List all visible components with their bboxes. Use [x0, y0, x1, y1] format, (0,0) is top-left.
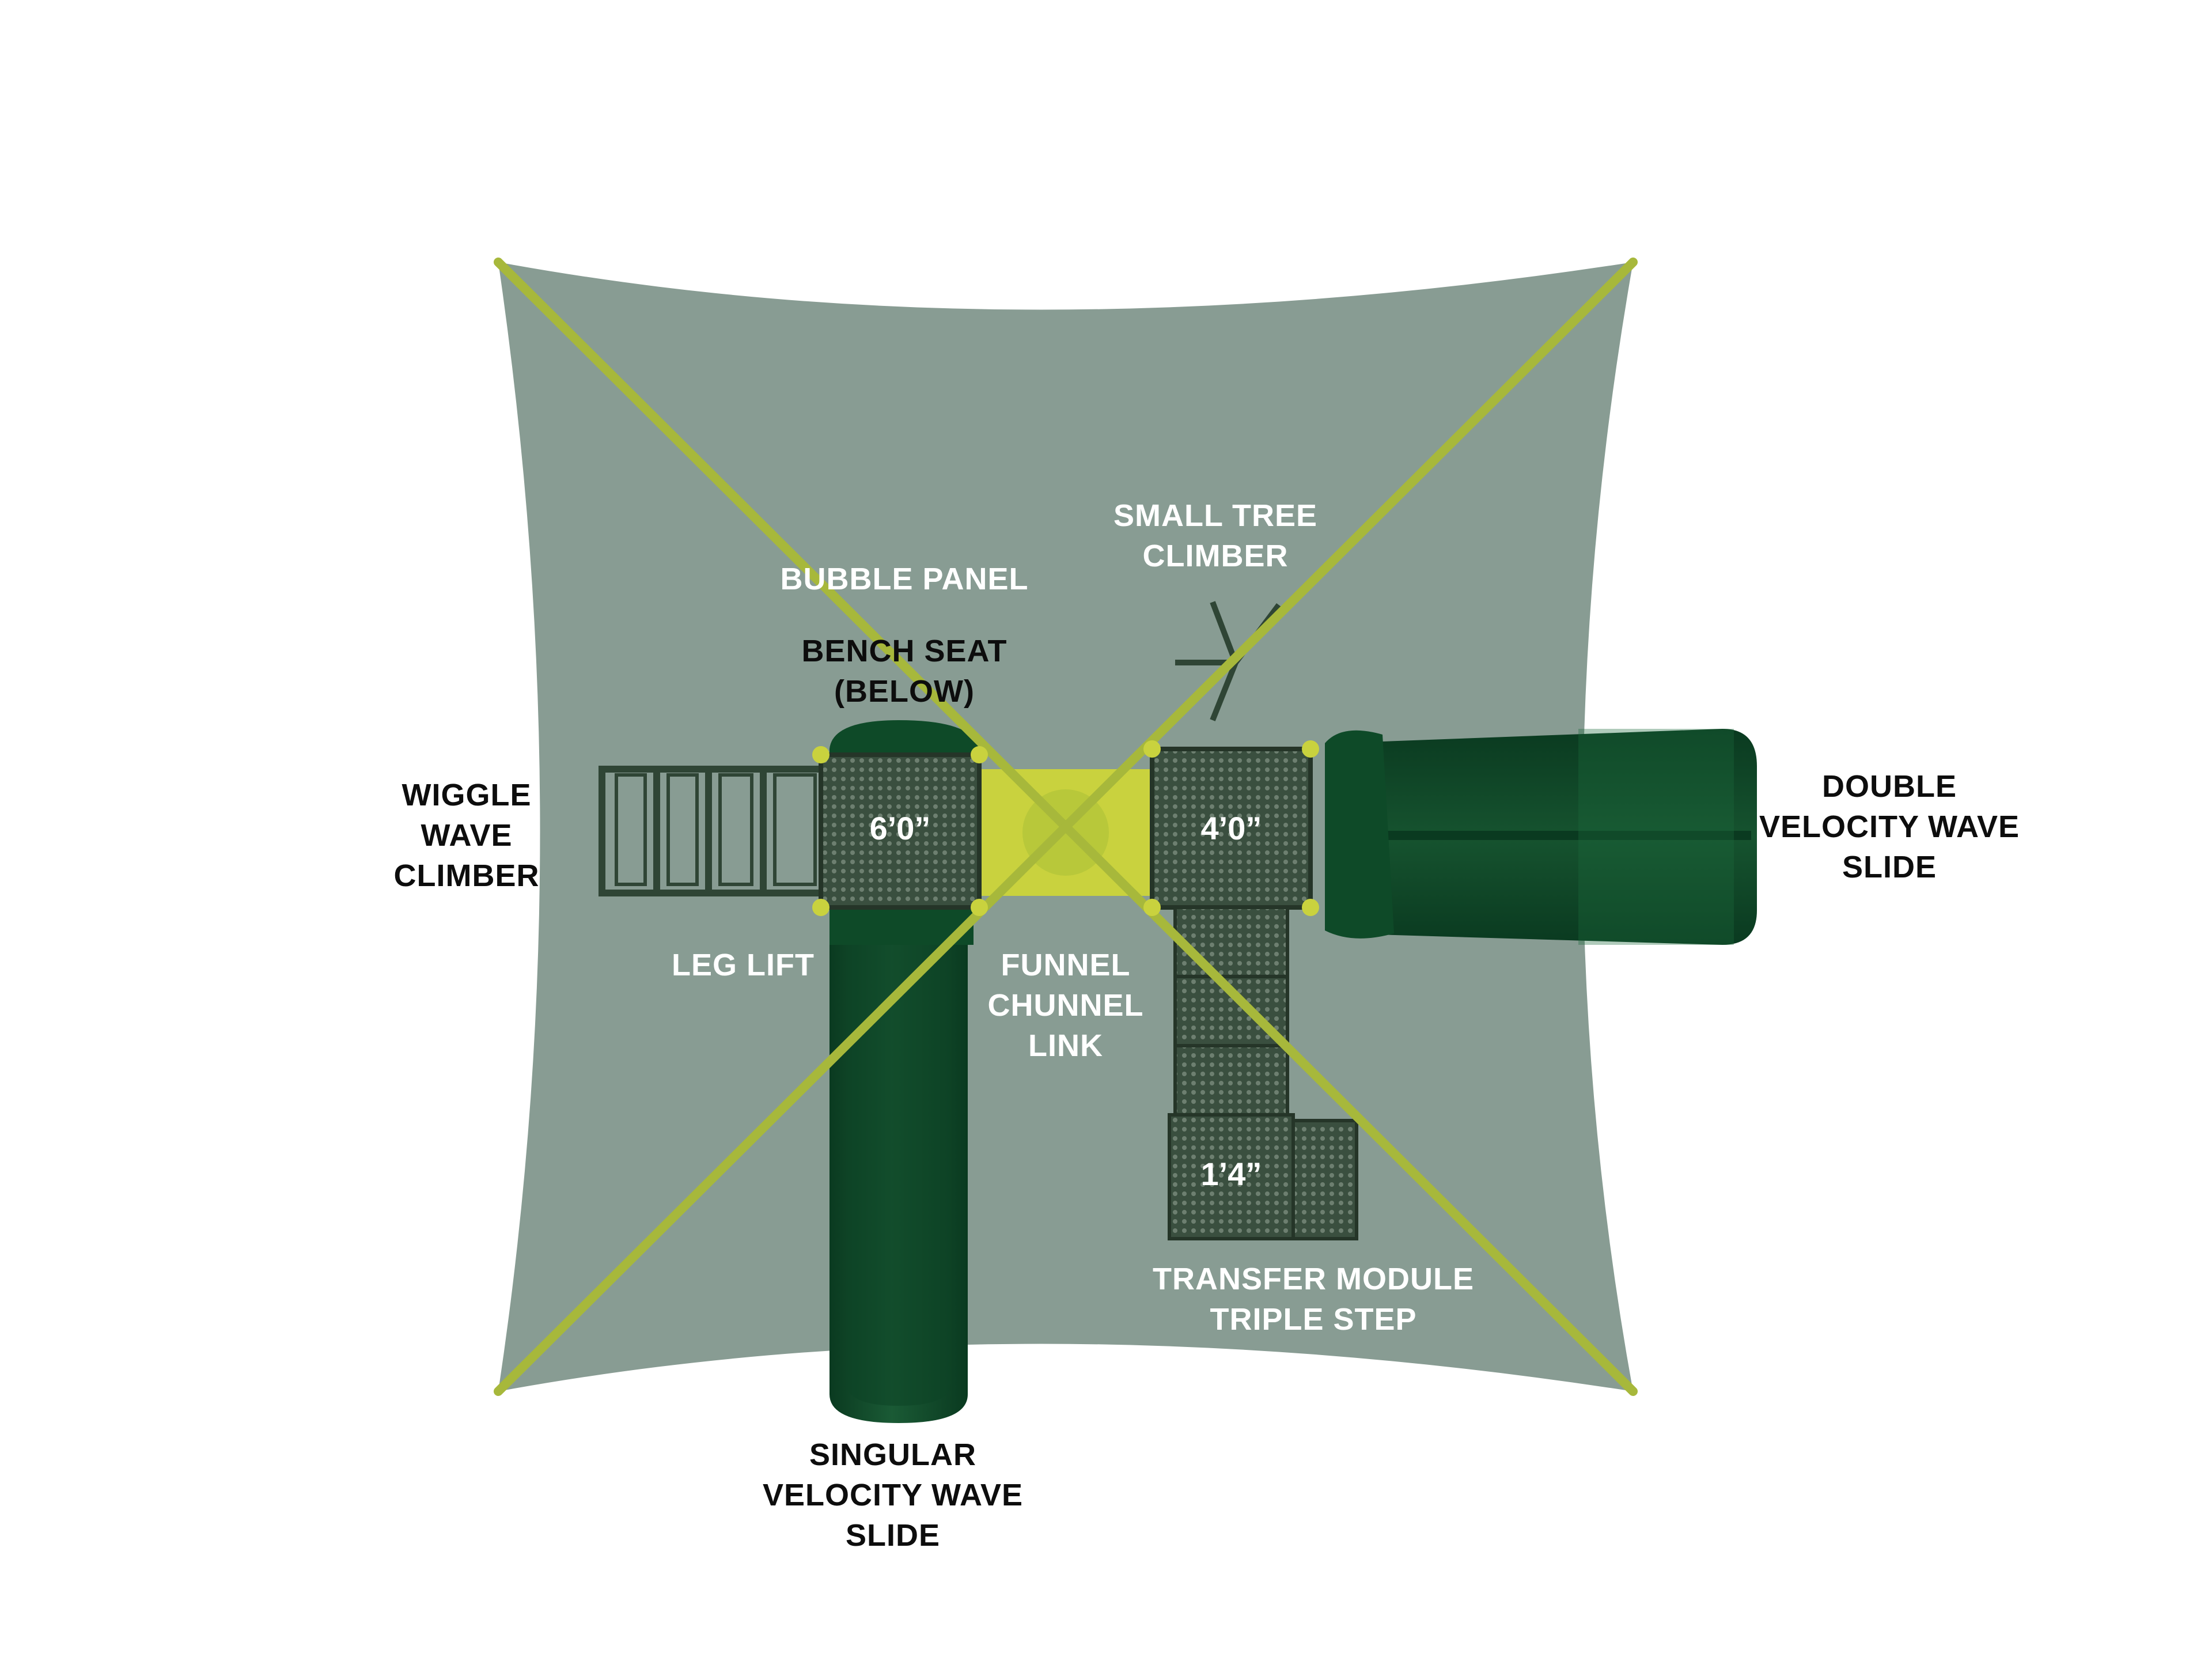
deck-4ft: [1150, 747, 1313, 910]
top-slide-hood: [830, 720, 979, 760]
deck-6ft: [819, 752, 982, 910]
double-slide-hood: [1325, 730, 1394, 939]
canopy-poles: [494, 258, 1638, 1396]
post-caps: [812, 740, 1319, 916]
deck-height-left: 6’0”: [869, 810, 931, 846]
deck-height-right: 4’0”: [1200, 810, 1262, 846]
label-leg-lift: LEG LIFT: [672, 948, 815, 982]
transfer-module-steps: [1168, 906, 1358, 1240]
label-bubble-panel: BUBBLE PANEL: [780, 562, 1029, 596]
deck-height-transfer: 1’4”: [1200, 1156, 1262, 1192]
label-bench-seat: BENCH SEAT(BELOW): [801, 634, 1007, 709]
singular-slide: [830, 905, 968, 1423]
double-slide: [1336, 729, 1757, 945]
